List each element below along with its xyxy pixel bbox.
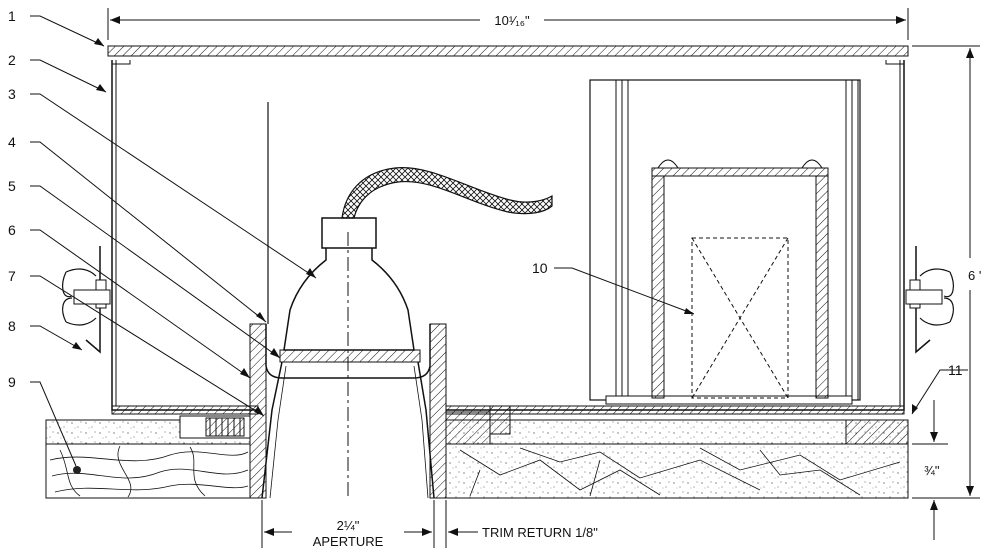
- callout-3: 3: [8, 86, 16, 102]
- dimension-arrowheads: [110, 16, 974, 536]
- lamp-ring: [279, 349, 421, 363]
- mounting-clip-left: [62, 246, 111, 354]
- junction-box: [589, 79, 861, 405]
- trim-block-right: [445, 411, 491, 445]
- trim-return-label: TRIM RETURN 1/8": [482, 525, 598, 540]
- nail-marker: [73, 466, 81, 474]
- dimension-lines: [107, 8, 980, 548]
- aperture-size-label: 2¼": [337, 518, 360, 533]
- mounting-clip-right: [905, 246, 954, 354]
- callout-10: 10: [532, 260, 548, 276]
- spring-clip-left: [179, 415, 251, 439]
- callout-1: 1: [8, 8, 16, 24]
- screw-right: [489, 405, 511, 435]
- wood-joist-left: [45, 443, 251, 499]
- callout-11: 11: [948, 362, 963, 378]
- height-label: 6 ': [968, 268, 981, 283]
- lamp-socket: [283, 217, 415, 351]
- ceiling-drywall-right: [445, 419, 909, 499]
- transformer: [651, 159, 829, 399]
- aperture-label: APERTURE: [313, 534, 384, 549]
- callout-2: 2: [8, 52, 16, 68]
- reflector-cone: [261, 361, 435, 499]
- callout-5: 5: [8, 178, 16, 194]
- flex-cable: [341, 166, 553, 219]
- callout-labels: 1 2 3 4 5 6 7 8 9 10 11: [8, 8, 963, 390]
- callout-6: 6: [8, 222, 16, 238]
- callout-8: 8: [8, 318, 16, 334]
- callout-leaders: [30, 15, 968, 467]
- overall-width-label: 10¹⁄₁₆": [494, 13, 530, 28]
- housing-enclosure: [107, 45, 909, 415]
- callout-4: 4: [8, 134, 16, 150]
- callout-9: 9: [8, 374, 16, 390]
- housing-top-plate: [107, 45, 909, 57]
- callout-arrowheads: [72, 38, 918, 416]
- callout-7: 7: [8, 268, 16, 284]
- ceiling-thickness-label: ¾": [924, 463, 940, 478]
- corner-block-11: [845, 419, 909, 445]
